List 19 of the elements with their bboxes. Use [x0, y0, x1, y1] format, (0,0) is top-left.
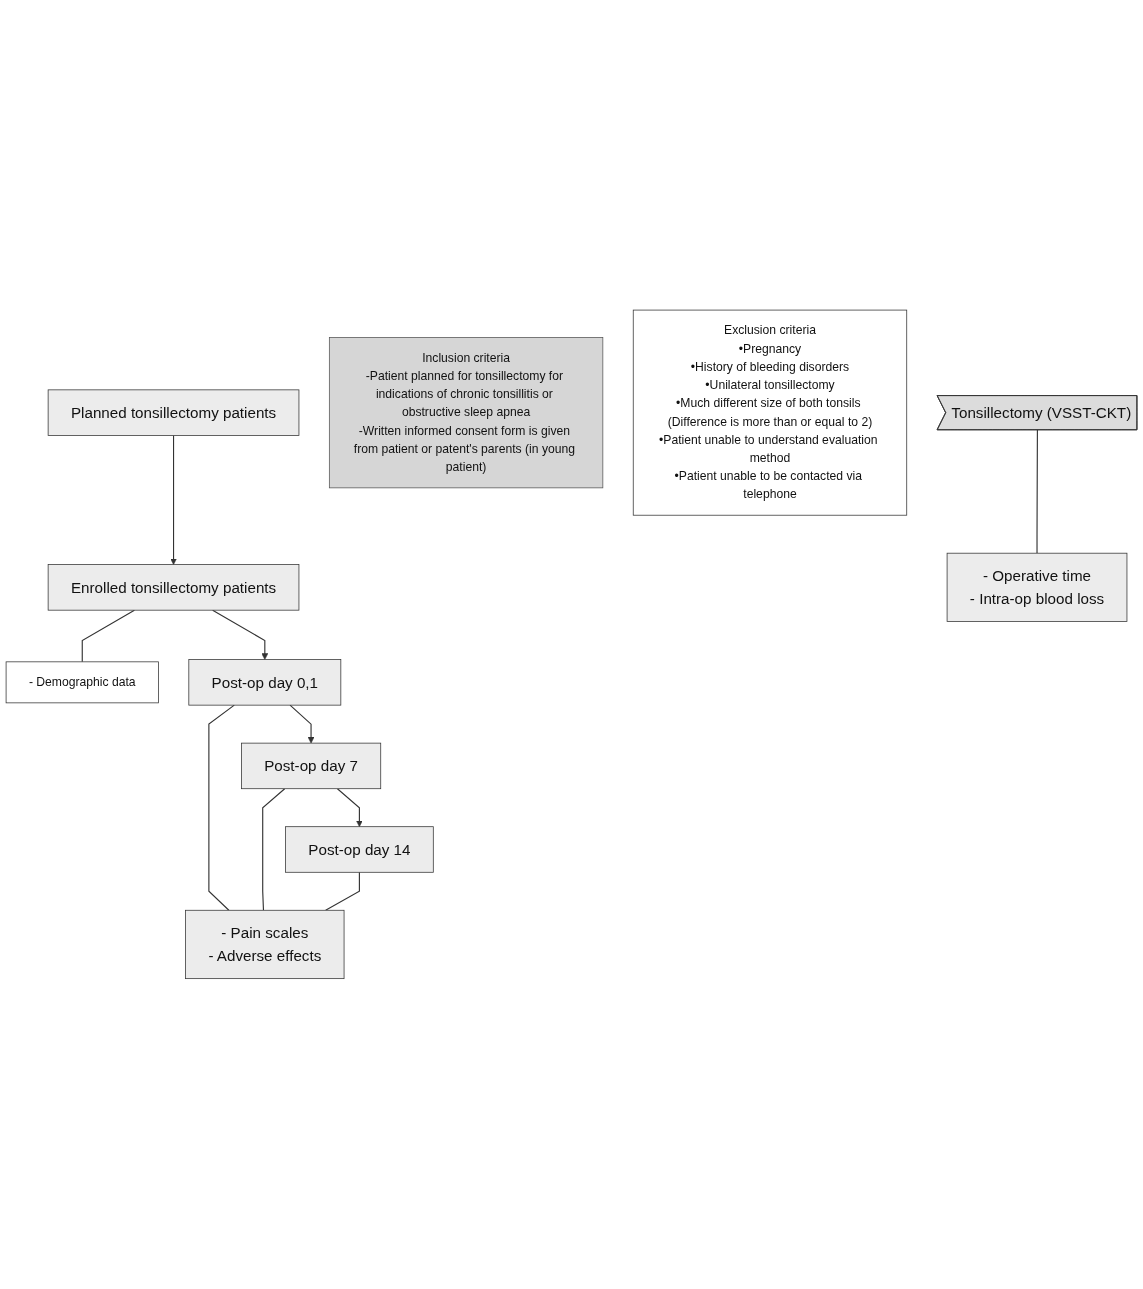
node-box: Exclusion criteria •Pregnancy •History of bleeding disorders •Unilateral tonsillectomy •Much different size of both tonsils (Difference is more than or equal to 2) •Patient unable to understand evaluation method •Patient unable to be contacted via telephone [632, 309, 908, 516]
connector [1036, 429, 1038, 554]
arrow [212, 609, 269, 660]
node-box: Post-op day 14 [285, 826, 434, 873]
node-box: - Pain scales - Adverse effects [185, 910, 345, 980]
node-box: Inclusion criteria -Patient planned for tonsillectomy for indications of chronic tonsillitis or obstructive sleep apnea -Written informed consent form is given from patient or patent's parents (in young patient) [328, 337, 604, 489]
connector [262, 788, 286, 911]
node-box: Post-op day 7 [241, 742, 382, 790]
arrow [170, 435, 177, 566]
node-box: Post-op day 0,1 [188, 659, 342, 706]
arrow [336, 788, 363, 828]
connector [81, 609, 135, 663]
node-box: Enrolled tonsillectomy patients [47, 564, 300, 611]
node-box: - Demographic data [5, 661, 159, 704]
connector [208, 704, 235, 911]
node-box: - Operative time - Intra-op blood loss [946, 552, 1128, 623]
node-box: Planned tonsillectomy patients [47, 389, 300, 436]
connector [325, 871, 360, 911]
arrow [289, 704, 315, 744]
